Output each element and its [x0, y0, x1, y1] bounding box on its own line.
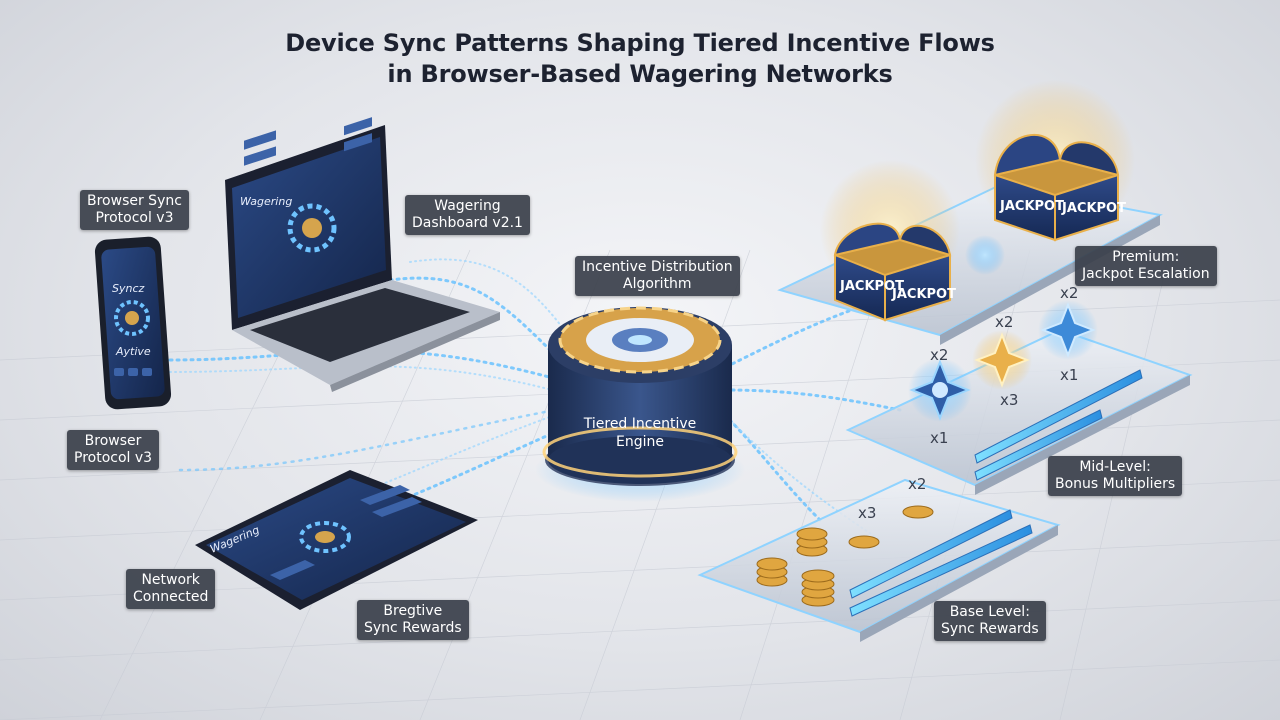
base-level-platform: x3 x2: [697, 475, 1061, 642]
label-network-connected: Network Connected: [126, 569, 216, 609]
title-line-2: in Browser-Based Wagering Networks: [387, 60, 893, 88]
mid-mult-4: x1: [1060, 366, 1078, 384]
phone-text-1: Syncz: [112, 282, 145, 295]
mid-level-platform: x2 x2 x2 x1 x3 x1: [845, 284, 1193, 495]
coin-stack-icon-2: [796, 527, 828, 557]
coin-icon-single-1: [848, 535, 880, 549]
coin-stack-icon-1: [756, 557, 788, 587]
label-wagering-dashboard: Wagering Dashboard v2.1: [405, 195, 530, 235]
label-bregtive-sync-rewards: Bregtive Sync Rewards: [357, 600, 469, 640]
mid-mult-1: x2: [930, 346, 948, 364]
smartphone-device: Syncz Aytive: [94, 236, 172, 410]
laptop-text: Wagering: [240, 195, 292, 208]
jackpot-chest-2: JACKPOT JACKPOT: [993, 133, 1126, 242]
label-incentive-distribution: Incentive Distribution Algorithm: [575, 256, 740, 296]
chest1-label-b: JACKPOT: [891, 287, 956, 302]
coin-icon-single-2: [902, 505, 934, 519]
tablet-device: Wagering: [195, 470, 478, 610]
label-browser-protocol: Browser Protocol v3: [67, 430, 160, 470]
laptop-gear-icon: [287, 203, 337, 253]
diagram-title: Device Sync Patterns Shaping Tiered Ince…: [0, 28, 1280, 90]
chest2-label-a: JACKPOT: [999, 199, 1064, 214]
jackpot-chest-1: JACKPOT JACKPOT: [833, 222, 956, 322]
label-premium: Premium: Jackpot Escalation: [1075, 246, 1217, 286]
title-line-1: Device Sync Patterns Shaping Tiered Ince…: [285, 29, 995, 57]
engine-label-line2: Engine: [616, 434, 664, 450]
coin-stack-icon-3: [801, 569, 835, 607]
label-browser-sync-protocol: Browser Sync Protocol v3: [80, 190, 189, 230]
phone-gear-icon: [114, 300, 150, 336]
mid-mult-5: x3: [1000, 391, 1018, 409]
mid-mult-3: x2: [1060, 284, 1078, 302]
mid-mult-2: x2: [995, 313, 1013, 331]
star-multiplier-icon-1: [908, 358, 972, 422]
mid-mult-6: x1: [930, 429, 948, 447]
chest1-label-a: JACKPOT: [839, 279, 904, 294]
laptop-device: Wagering: [225, 117, 500, 392]
label-mid-level: Mid-Level: Bonus Multipliers: [1048, 456, 1183, 496]
tiered-incentive-engine: Tiered Incentive Engine: [535, 306, 745, 502]
base-mult-2: x2: [908, 475, 926, 493]
base-mult-1: x3: [858, 504, 876, 522]
phone-text-2: Aytive: [115, 345, 151, 358]
engine-label-line1: Tiered Incentive: [583, 416, 697, 432]
label-base-level: Base Level: Sync Rewards: [934, 601, 1046, 641]
star-multiplier-icon-3: [1038, 300, 1098, 360]
star-multiplier-icon-2: [972, 330, 1032, 390]
chest2-label-b: JACKPOT: [1061, 201, 1126, 216]
tablet-gear-icon: [299, 521, 351, 553]
premium-platform: JACKPOT JACKPOT JACKPOT JACKPOT: [777, 80, 1163, 345]
